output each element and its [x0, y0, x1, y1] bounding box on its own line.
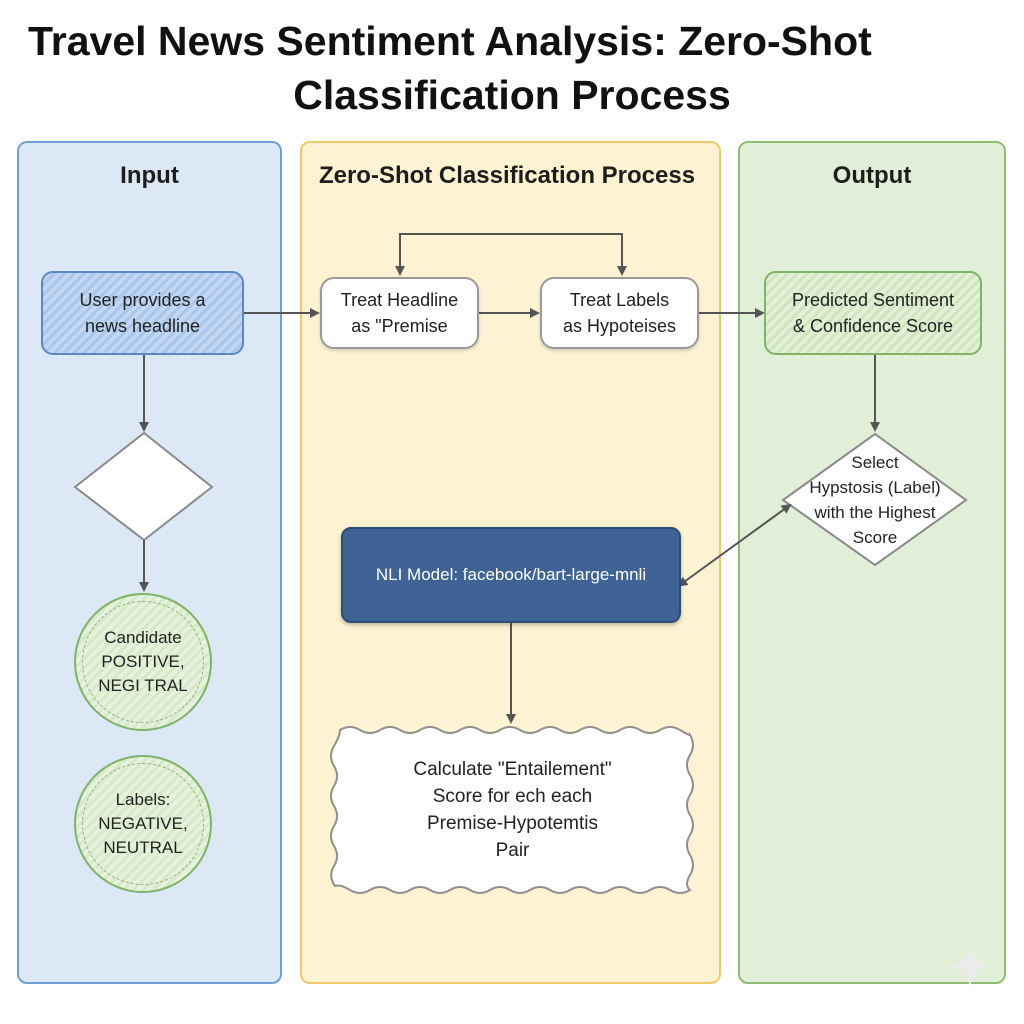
select-decision-diamond	[781, 432, 968, 567]
hypotheses-text-1: Treat Labels	[569, 290, 670, 310]
select-text-1: Select	[851, 453, 899, 472]
nli-model-text: NLI Model: facebook/bart-large-mnli	[375, 565, 647, 584]
predicted-text-2: & Confidence Score	[792, 316, 954, 336]
candidate-text-3: NEGI TRAL	[98, 676, 188, 695]
entail-text-4: Pair	[495, 840, 530, 861]
arrow-top-loop	[399, 233, 627, 276]
labels-text-3: NEUTRAL	[103, 838, 183, 857]
output-lane-title: Output	[832, 162, 912, 189]
premise-text-1: Treat Headline	[340, 290, 459, 310]
user-headline-text-1: User provides a	[79, 290, 206, 310]
entail-text-2: Score for ech each	[432, 786, 593, 807]
input-lane-title: Input	[120, 162, 179, 189]
hypotheses-text-2: as Hypoteises	[562, 316, 677, 336]
select-text-3: with the Highest	[814, 503, 936, 522]
treat-labels-hypotheses-node: Treat Labels as Hypoteises	[540, 277, 699, 349]
labels-circle: Labels: NEGATIVE, NEUTRAL	[74, 755, 212, 893]
sparkle-icon	[949, 945, 991, 987]
labels-text-1: Labels:	[115, 790, 171, 809]
process-lane-title: Zero-Shot Classification Process	[318, 162, 696, 189]
user-headline-node: User provides a news headline	[41, 271, 244, 355]
candidate-labels-circle: Candidate POSITIVE, NEGI TRAL	[74, 593, 212, 731]
select-highest-score-node: Select Hypstosis (Label) with the Highes…	[783, 448, 967, 552]
entail-text-3: Premise-Hypotemtis	[426, 813, 599, 834]
treat-headline-premise-node: Treat Headline as "Premise	[320, 277, 479, 349]
premise-text-2: as "Premise	[351, 316, 448, 336]
labels-text-2: NEGATIVE,	[98, 814, 188, 833]
diagram-title: Travel News Sentiment Analysis: Zero-Sho…	[0, 14, 1024, 122]
title-line-1: Travel News Sentiment Analysis: Zero-Sho…	[28, 18, 872, 64]
candidate-text-1: Candidate	[104, 628, 182, 647]
entailment-score-node: Calculate "Entailement" Score for ech ea…	[340, 738, 685, 882]
nli-model-node: NLI Model: facebook/bart-large-mnli	[341, 527, 681, 623]
select-text-4: Score	[852, 528, 898, 547]
select-text-2: Hypstosis (Label)	[809, 478, 941, 497]
candidate-text-2: POSITIVE,	[101, 652, 185, 671]
entail-text-1: Calculate "Entailement"	[413, 759, 612, 780]
title-line-2: Classification Process	[293, 72, 731, 118]
arrow-select-nli	[677, 503, 792, 587]
predicted-text-1: Predicted Sentiment	[791, 290, 955, 310]
empty-decision-diamond	[73, 431, 214, 542]
user-headline-text-2: news headline	[84, 316, 201, 336]
predicted-sentiment-node: Predicted Sentiment & Confidence Score	[764, 271, 982, 355]
entail-wavy-box	[330, 726, 694, 894]
